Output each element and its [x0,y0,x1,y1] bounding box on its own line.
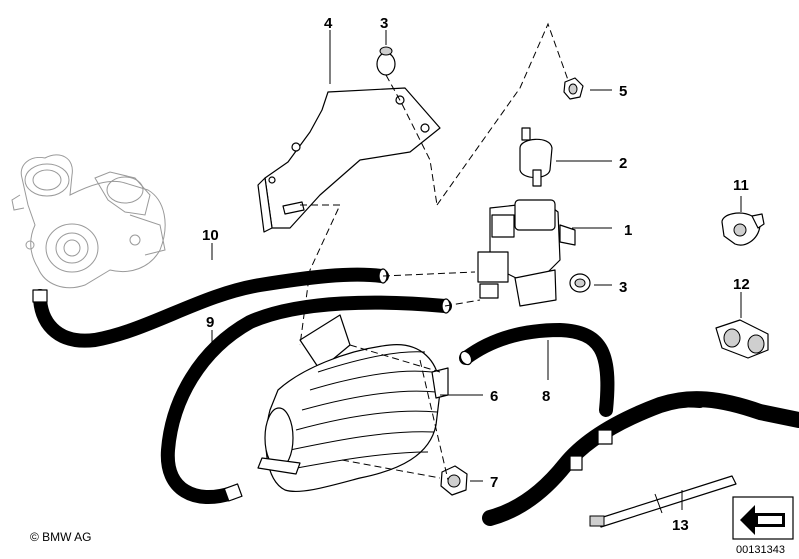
vacuum-line-13 [482,391,799,528]
leader-lines [211,30,742,510]
callout-3-side: 3 [619,279,627,296]
diagram-code: 00131343 [736,544,785,556]
assembly-lines [299,22,569,481]
callout-4: 4 [324,15,333,32]
hose-9 [160,295,452,504]
hose-clip-11 [721,212,765,246]
callout-11: 11 [733,177,749,194]
bracket-4 [257,87,441,233]
corner-arrow-logo [732,496,794,540]
callout-1: 1 [624,222,632,239]
copyright-text: © BMW AG [30,530,92,544]
callout-2: 2 [619,155,627,172]
callout-8: 8 [542,388,550,405]
hose-clip-12 [715,319,769,359]
vacuum-canister-6 [257,314,449,493]
callout-5: 5 [619,83,627,100]
filter-2 [519,127,553,187]
callout-9: 9 [206,314,214,331]
callout-labels: 1 2 3 3 4 5 6 7 8 9 10 11 12 13 [202,15,750,534]
turbocharger-illustration [11,154,166,289]
nut-7 [440,465,468,496]
callout-3-top: 3 [380,15,388,32]
callout-12: 12 [733,276,750,293]
grommet-3-top [376,46,396,76]
callout-6: 6 [490,388,498,405]
grommet-3-side [569,273,591,293]
callout-7: 7 [490,474,498,491]
callout-13: 13 [672,517,689,534]
callout-10: 10 [202,227,219,244]
pressure-converter-1 [477,199,576,307]
nut-5 [563,77,584,100]
hose-8 [459,323,615,417]
